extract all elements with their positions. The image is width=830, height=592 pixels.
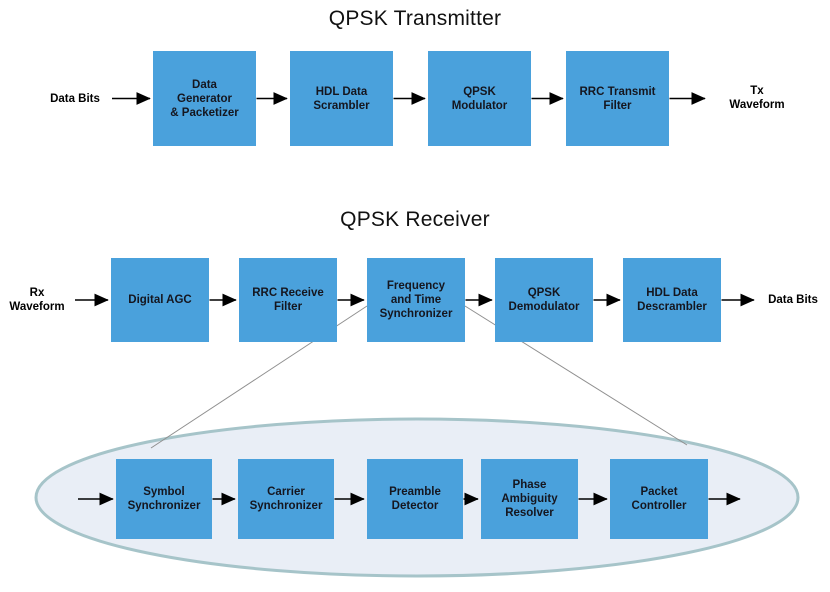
block-digital-agc: Digital AGC: [111, 258, 209, 342]
block-rrc-receive-filter: RRC Receive Filter: [239, 258, 337, 342]
block-data-generator-packetizer: Data Generator & Packetizer: [153, 51, 256, 146]
block-carrier-synchronizer: Carrier Synchronizer: [238, 459, 334, 539]
block-phase-ambiguity-resolver: Phase Ambiguity Resolver: [481, 459, 578, 539]
label-rx-data-bits: Data Bits: [768, 294, 818, 306]
label-rx-waveform: Rx Waveform: [9, 287, 65, 313]
block-symbol-synchronizer: Symbol Synchronizer: [116, 459, 212, 539]
block-packet-controller: Packet Controller: [610, 459, 708, 539]
block-rrc-transmit-filter: RRC Transmit Filter: [566, 51, 669, 146]
transmitter-title: QPSK Transmitter: [328, 7, 502, 30]
block-qpsk-demodulator: QPSK Demodulator: [495, 258, 593, 342]
receiver-title: QPSK Receiver: [340, 208, 490, 231]
block-hdl-data-descrambler: HDL Data Descrambler: [623, 258, 721, 342]
label-tx-waveform: Tx Waveform: [729, 85, 785, 111]
block-hdl-data-scrambler: HDL Data Scrambler: [290, 51, 393, 146]
block-preamble-detector: Preamble Detector: [367, 459, 463, 539]
label-tx-data-bits: Data Bits: [50, 93, 100, 105]
block-qpsk-modulator: QPSK Modulator: [428, 51, 531, 146]
block-frequency-time-synchronizer: Frequency and Time Synchronizer: [367, 258, 465, 342]
